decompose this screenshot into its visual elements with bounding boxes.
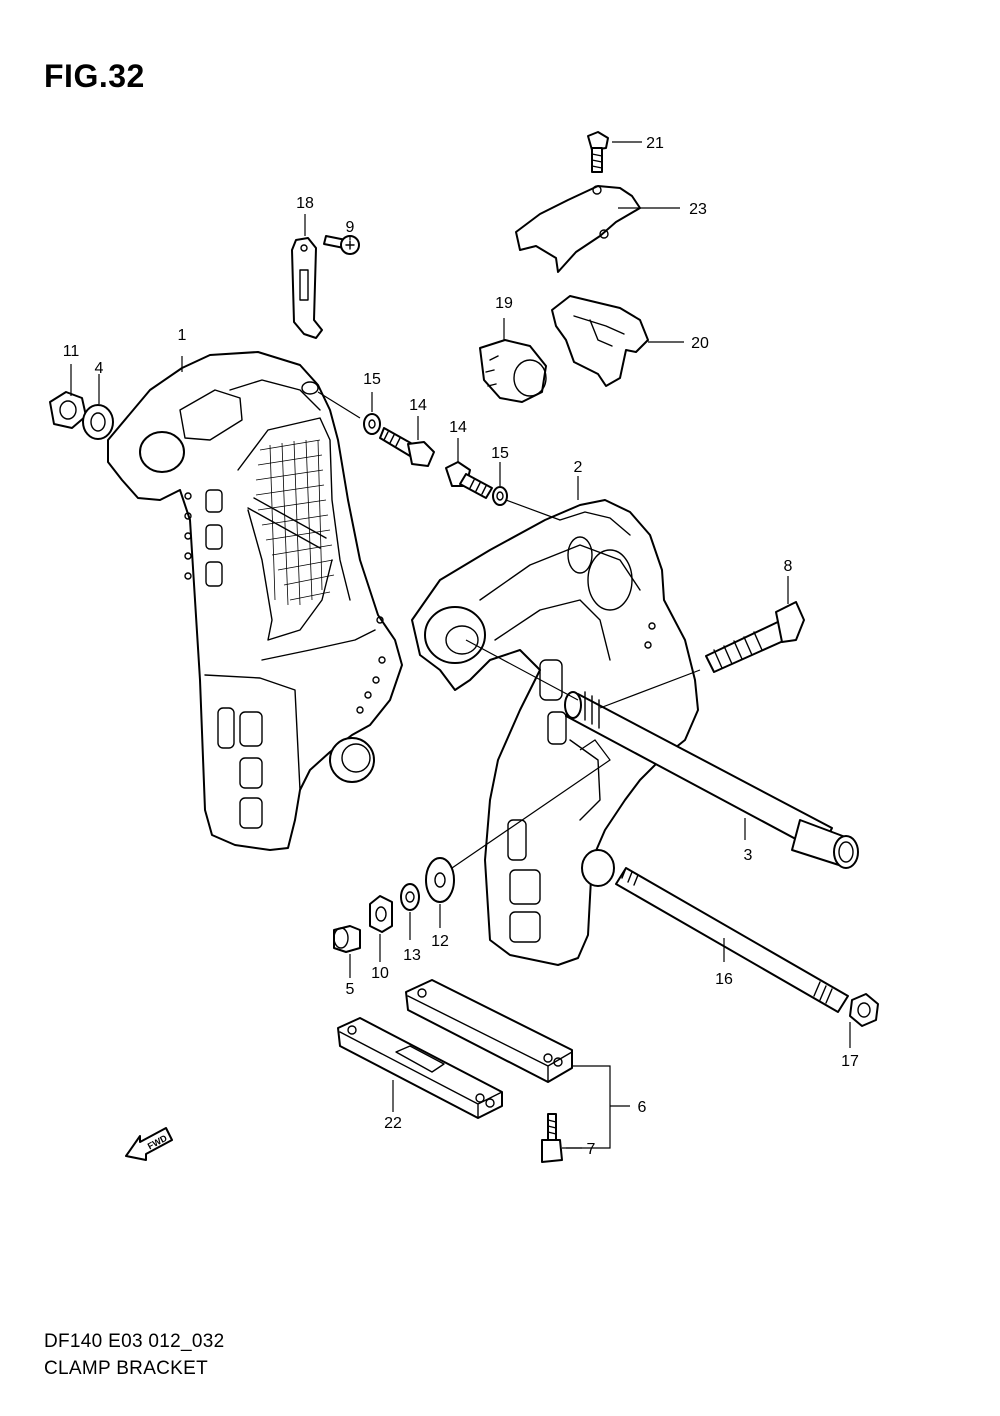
callout-23: 23 [689, 201, 707, 218]
part-22-spacer-plate [337, 1017, 503, 1119]
part-18-strap [291, 237, 323, 339]
part-1-clamp-bracket-left [107, 351, 403, 851]
part-15-washer-lower [492, 486, 508, 506]
part-8-bolt [705, 601, 805, 673]
drawing-code: DF140 E03 012_032 [44, 1331, 225, 1352]
part-9-screw [323, 235, 360, 255]
callout-16: 16 [715, 971, 733, 988]
callout-14-upper: 14 [409, 397, 427, 414]
part-10-nut [369, 895, 393, 933]
callout-12: 12 [431, 933, 449, 950]
part-23-plate [515, 185, 641, 273]
part-17-nut [849, 993, 879, 1027]
part-13-washer [400, 883, 420, 911]
part-2-clamp-bracket-right [411, 499, 699, 966]
callout-19: 19 [495, 295, 513, 312]
part-21-bolt [587, 131, 609, 173]
part-19-grommet [479, 339, 547, 403]
part-11-nut [49, 391, 87, 429]
callout-15-upper: 15 [363, 371, 381, 388]
callout-8: 8 [784, 558, 793, 575]
part-20-clip [551, 295, 649, 387]
callout-1: 1 [178, 327, 187, 344]
callout-13: 13 [403, 947, 421, 964]
callout-4: 4 [95, 360, 104, 377]
callout-10: 10 [371, 965, 389, 982]
part-12-washer [425, 857, 455, 903]
part-4-washer [82, 404, 114, 440]
callout-20: 20 [691, 335, 709, 352]
part-1-ribbing-hatch [255, 439, 335, 606]
part-15-washer-upper [363, 413, 381, 435]
leader-lines [70, 141, 851, 1149]
part-3-tilt-tube [564, 691, 859, 869]
part-6-spacer-plate [405, 979, 573, 1083]
callout-22: 22 [384, 1115, 402, 1132]
callout-17: 17 [841, 1053, 859, 1070]
part-14-bolt-lower [445, 461, 493, 499]
callout-2: 2 [574, 459, 583, 476]
figure-title: FIG.32 [44, 58, 145, 94]
callout-21: 21 [646, 135, 664, 152]
callout-7: 7 [587, 1141, 596, 1158]
callout-15-lower: 15 [491, 445, 509, 462]
callout-9: 9 [346, 219, 355, 236]
callout-labels: 21 23 18 9 19 20 1 11 4 15 14 14 15 2 8 … [63, 135, 859, 1158]
callout-6: 6 [638, 1099, 647, 1116]
drawing-name: CLAMP BRACKET [44, 1358, 209, 1379]
callout-11: 11 [63, 343, 80, 360]
part-7-bolt [541, 1113, 563, 1163]
part-5-bushing [333, 925, 361, 953]
callout-14-lower: 14 [449, 419, 467, 436]
callout-18: 18 [296, 195, 314, 212]
callout-5: 5 [346, 981, 355, 998]
part-14-bolt-upper [379, 427, 435, 467]
fwd-direction-arrow-icon: FWD [125, 1127, 173, 1161]
part-16-through-bolt [615, 867, 849, 1013]
callout-3: 3 [744, 847, 753, 864]
